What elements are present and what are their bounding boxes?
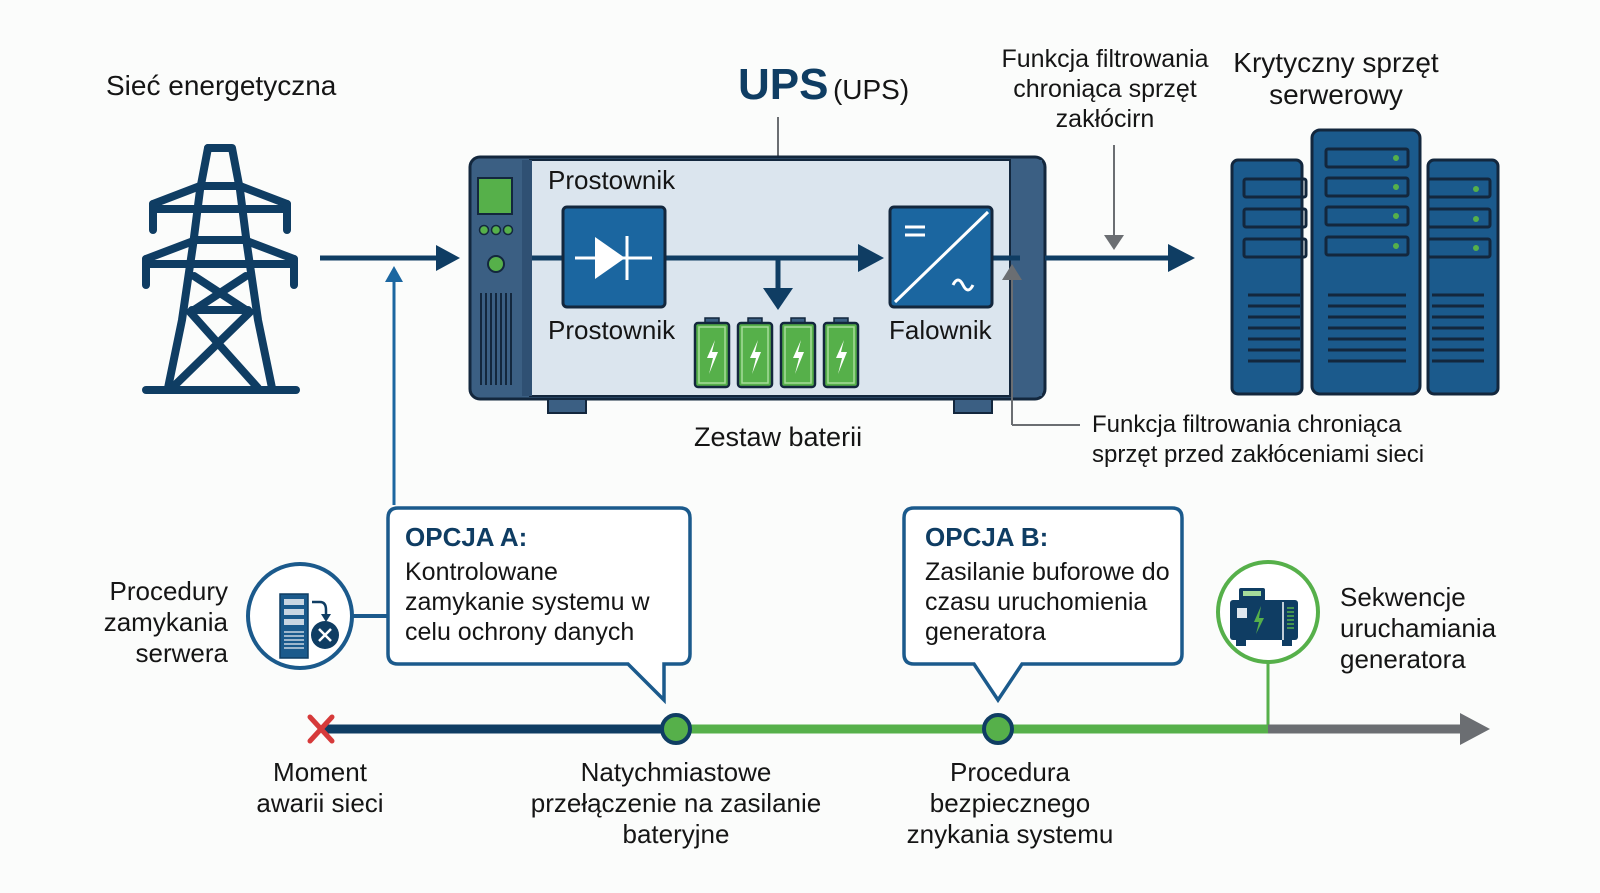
ups-power-button[interactable] [487,255,505,273]
ups-title: UPS (UPS) [738,60,909,111]
grid-to-ups-arrowhead [436,245,460,271]
timeline-label-outage: Moment awarii sieci [256,757,384,818]
battery-icon [779,317,817,389]
option-a-title: OPCJA A: [405,522,528,552]
filter-top-label: Funkcja filtrowania chroniąca sprzęt zak… [1001,45,1209,133]
grid-label: Sieć energetyczna [106,70,337,101]
ups-title-sub: (UPS) [832,74,910,105]
rectifier-bottom-label: Prostownik [548,315,676,345]
server-rack-icon [1230,128,1500,396]
shutdown-procedures-label: Procedury zamykania serwera [103,576,228,668]
generator-icon [1216,560,1320,664]
inverter-label: Falownik [889,315,992,345]
generator-sequences-label: Sekwencje uruchamiania generatora [1340,582,1497,674]
battery-icon [736,317,774,389]
option-b-content: OPCJA B: Zasilanie buforowe do czasu uru… [925,522,1170,647]
filter-bottom-leader [1011,280,1080,426]
timeline-label-safe-shutdown: Procedura bezpiecznego znykania systemu [906,757,1114,849]
ups-title-main: UPS [738,60,829,109]
battery-label: Zestaw baterii [694,422,863,452]
filter-bottom-label: Funkcja filtrowania chroniąca sprzęt prz… [1092,411,1425,468]
outage-x-icon [307,714,335,744]
option-b-body: Zasilanie buforowe do czasu uruchomienia… [925,558,1170,646]
battery-bank [693,317,860,389]
ups-to-servers-arrowhead [1168,244,1195,272]
timeline-arrowhead [1460,713,1490,745]
option-a-content: OPCJA A: Kontrolowane zamykanie systemu … [405,522,650,647]
option-b-title: OPCJA B: [925,522,1049,552]
timeline-label-battery-switch: Natychmiastowe przełączenie na zasilanie… [530,757,822,849]
inverter-dc-ac-icon [888,205,994,309]
rectifier-top-label: Prostownik [548,165,676,195]
ups-display [477,177,513,215]
power-pylon-icon [142,144,300,394]
battery-icon [822,317,860,389]
battery-icon [693,317,731,389]
rectifier-diode-icon [561,205,667,309]
option-a-callout-bubble [386,506,692,705]
option-b-callout-bubble [902,506,1184,704]
timeline-marker-battery-switch[interactable] [660,713,692,745]
server-shutdown-icon [246,562,354,670]
timeline-marker-safe-shutdown[interactable] [982,713,1014,745]
option-a-body: Kontrolowane zamykanie systemu w celu oc… [405,558,650,646]
ups-front-panel [477,177,514,385]
option-a-arrowhead [385,266,403,282]
servers-label: Krytyczny sprzęt serwerowy [1233,47,1439,110]
